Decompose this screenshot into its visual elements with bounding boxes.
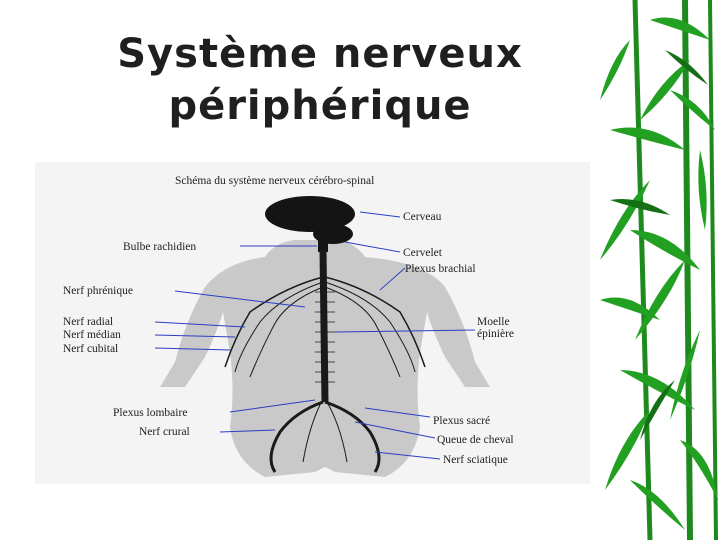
label-nerf-radial: Nerf radial (63, 316, 113, 328)
label-arrows (154, 211, 476, 460)
label-nerf-cubital: Nerf cubital (63, 343, 118, 355)
slide-title-line1: Système nerveux (117, 31, 523, 77)
nervous-system-diagram: Schéma du système nerveux cérébro-spinal… (35, 162, 590, 484)
label-nerf-phrenique: Nerf phrénique (63, 285, 133, 297)
label-queue-de-cheval: Queue de cheval (437, 434, 514, 446)
nerves (224, 249, 426, 473)
brain (265, 196, 355, 252)
label-epiniere: épinière (477, 328, 514, 340)
label-plexus-sacre: Plexus sacré (433, 415, 490, 427)
bamboo-decoration (590, 0, 720, 541)
label-plexus-brachial: Plexus brachial (405, 263, 476, 275)
label-bulbe-rachidien: Bulbe rachidien (123, 241, 196, 253)
label-nerf-median: Nerf médian (63, 329, 121, 341)
label-cerveau: Cerveau (403, 211, 442, 223)
label-moelle: Moelle (477, 316, 510, 328)
label-cervelet: Cervelet (403, 247, 443, 259)
label-plexus-lombaire: Plexus lombaire (113, 407, 187, 419)
slide-title: Système nerveux périphérique (60, 28, 580, 132)
diagram-caption: Schéma du système nerveux cérébro-spinal (175, 175, 374, 187)
label-nerf-sciatique: Nerf sciatique (443, 454, 508, 466)
slide-title-line2: périphérique (168, 83, 472, 129)
label-nerf-crural: Nerf crural (139, 426, 190, 438)
